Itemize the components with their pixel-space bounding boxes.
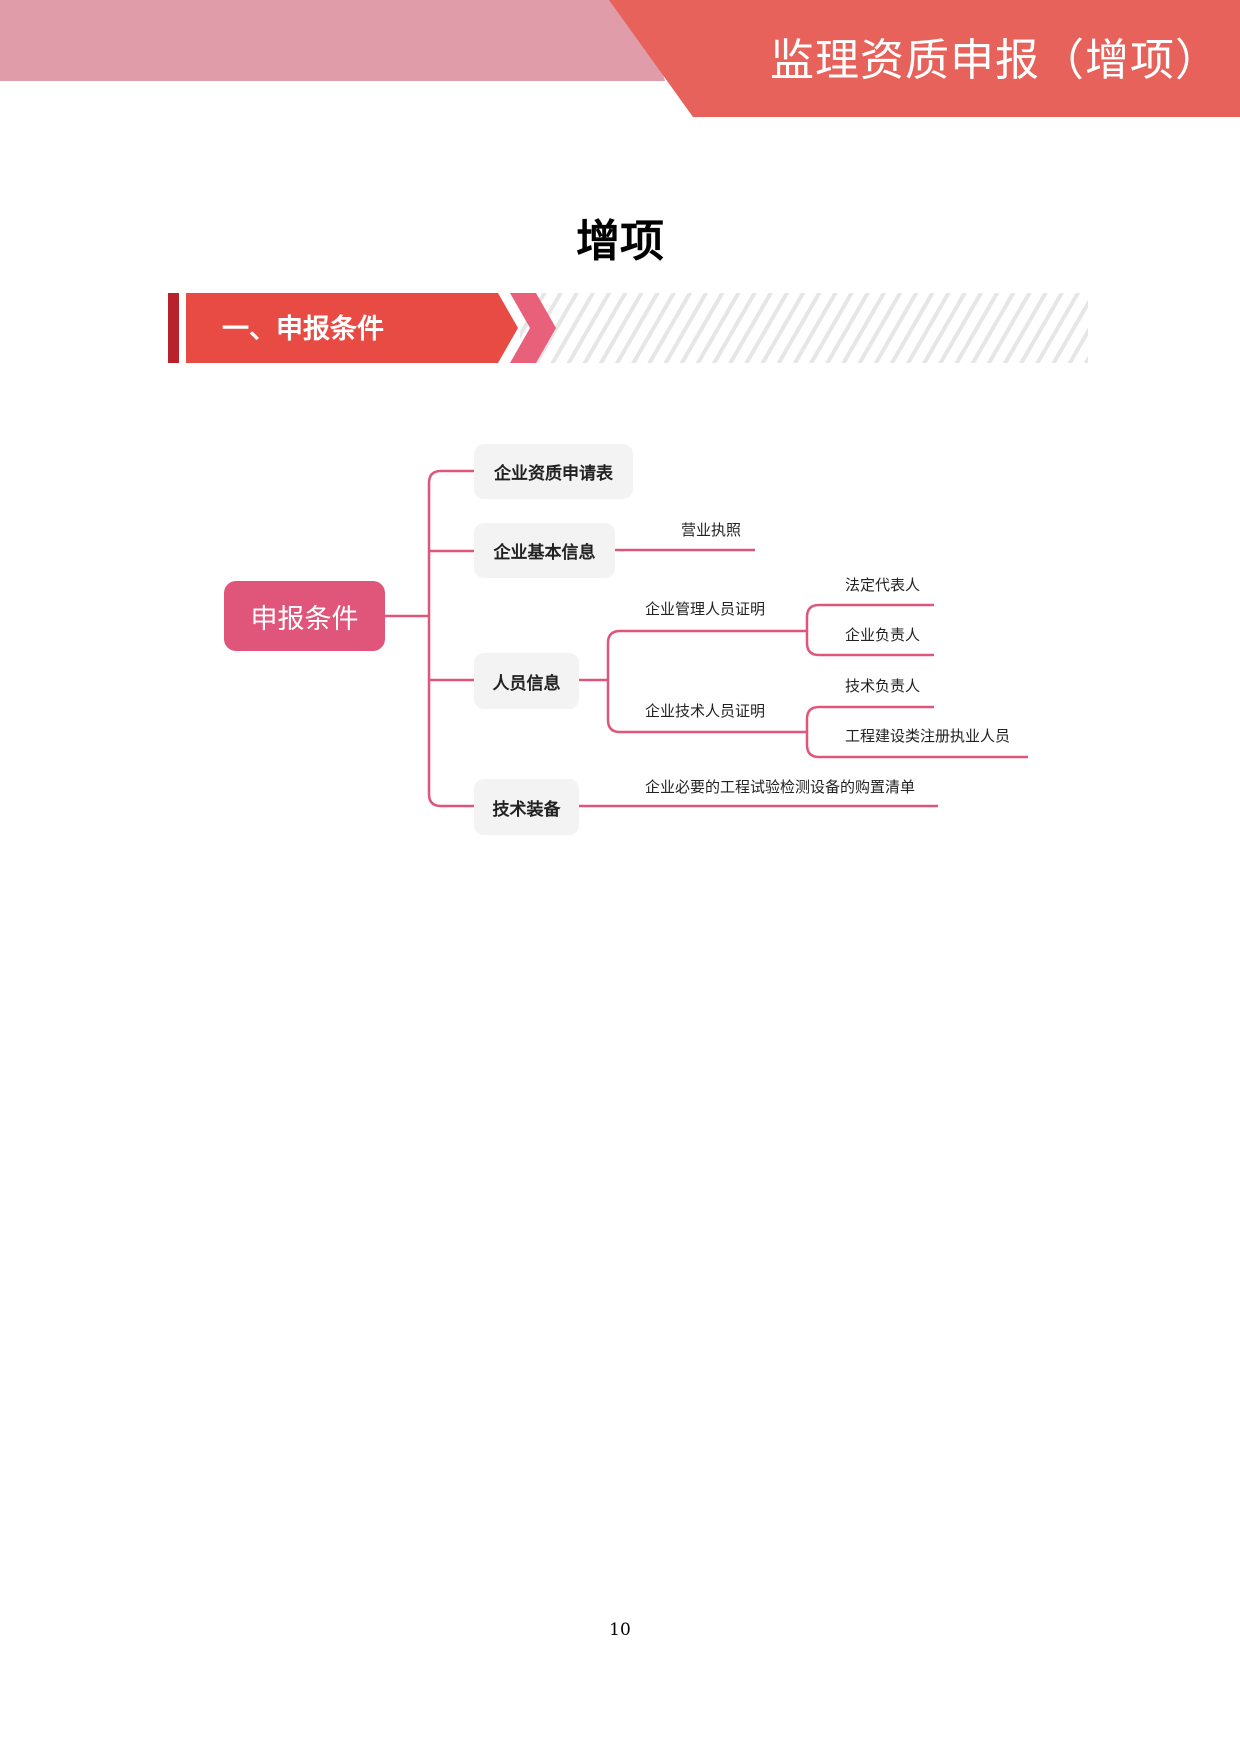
mindmap-leaf-legal-rep: 法定代表人 xyxy=(845,576,921,594)
mindmap-node-equipment: 技术装备 xyxy=(474,779,579,835)
mindmap-branch-technical-proof: 企业技术人员证明 xyxy=(645,702,766,720)
mindmap-branch-management-proof: 企业管理人员证明 xyxy=(645,600,766,618)
section-banner-body xyxy=(186,293,518,363)
mindmap-leaf-equipment-list: 企业必要的工程试验检测设备的购置清单 xyxy=(645,778,916,796)
mindmap-leaf-technical-head: 技术负责人 xyxy=(845,677,921,695)
section-banner-stripes xyxy=(520,293,1088,363)
page-title: 增项 xyxy=(576,216,664,267)
section-banner-arrow-outer xyxy=(510,293,556,363)
mindmap-root: 申报条件 xyxy=(224,581,385,651)
mindmap-node-personnel: 人员信息 xyxy=(474,653,579,709)
section-heading: 一、申报条件 xyxy=(222,314,384,345)
header-title: 监理资质申报（增项） xyxy=(770,35,1220,86)
mindmap-leaf-enterprise-head: 企业负责人 xyxy=(845,626,921,644)
page-number: 10 xyxy=(609,1620,631,1640)
mindmap-connectors xyxy=(385,469,1028,808)
section-banner-bar xyxy=(168,293,179,363)
header-pink-band xyxy=(0,0,665,81)
header-red-band xyxy=(609,0,1240,117)
mindmap-node-basic-info: 企业基本信息 xyxy=(474,523,615,578)
mindmap-leaf-registered-staff: 工程建设类注册执业人员 xyxy=(845,727,1011,745)
mindmap-leaf-business-license: 营业执照 xyxy=(681,521,742,539)
mindmap-node-application-form: 企业资质申请表 xyxy=(474,444,633,499)
